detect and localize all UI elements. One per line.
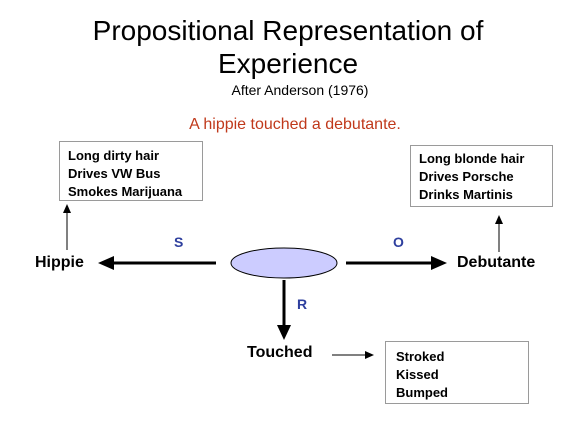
title-line-1: Propositional Representation of	[92, 15, 484, 46]
touched-variant: Kissed	[396, 367, 439, 382]
debutante-attribute: Drinks Martinis	[419, 187, 513, 202]
link-label-s: S	[174, 234, 184, 250]
touched-variant: Stroked	[396, 349, 445, 364]
subtitle: After Anderson (1976)	[231, 82, 369, 98]
title-line-2: Experience	[217, 48, 359, 79]
touched-variants-box: Stroked Kissed Bumped	[385, 341, 529, 404]
debutante-attributes-box: Long blonde hair Drives Porsche Drinks M…	[410, 145, 553, 207]
debutante-attribute: Long blonde hair	[419, 151, 525, 166]
link-label-r: R	[297, 296, 308, 312]
hippie-attributes-box: Long dirty hair Drives VW Bus Smokes Mar…	[59, 141, 203, 201]
subject-arrowhead	[98, 256, 114, 270]
hippie-attribute: Smokes Marijuana	[68, 184, 183, 199]
debutante-attr-arrowhead	[495, 215, 503, 224]
relation-node-touched: Touched	[247, 344, 313, 361]
hippie-attr-arrowhead	[63, 204, 71, 213]
slide-title: Propositional Representation of Experien…	[0, 14, 576, 80]
hippie-attribute: Drives VW Bus	[68, 166, 161, 181]
subject-node-hippie: Hippie	[35, 254, 84, 271]
proposition-node	[230, 247, 338, 279]
object-arrowhead	[431, 256, 447, 270]
debutante-attribute: Drives Porsche	[419, 169, 514, 184]
touched-attr-arrowhead	[365, 351, 374, 359]
hippie-attribute: Long dirty hair	[68, 148, 159, 163]
touched-variant: Bumped	[396, 385, 448, 400]
link-label-o: O	[393, 234, 404, 250]
relation-arrowhead	[277, 325, 291, 340]
example-sentence: A hippie touched a debutante.	[189, 116, 401, 133]
object-node-debutante: Debutante	[457, 254, 536, 271]
